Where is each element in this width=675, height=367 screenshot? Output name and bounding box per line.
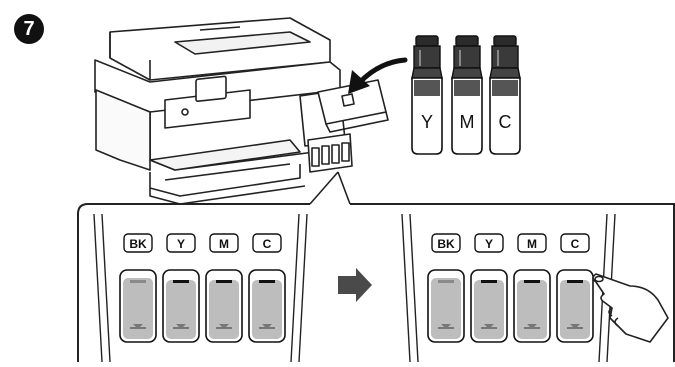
tank-label: C — [263, 237, 272, 251]
ink-tank-c: C — [248, 233, 286, 343]
ink-tank-bk: BK — [119, 233, 157, 343]
pointing-finger-icon — [592, 273, 669, 343]
curved-arrow-icon — [348, 57, 408, 94]
ink-tank-y: Y — [470, 233, 508, 343]
bottle-label: C — [499, 112, 512, 132]
ink-tanks-after: BK Y M C — [401, 213, 616, 363]
ink-bottle-m: M — [451, 35, 483, 155]
bottle-label: M — [460, 112, 475, 132]
tank-label: BK — [437, 237, 455, 251]
printer-output-tray — [149, 139, 301, 171]
tank-label: M — [527, 237, 537, 251]
tank-label: BK — [129, 237, 147, 251]
ink-tank-bk: BK — [427, 233, 465, 343]
bottle-label: Y — [421, 112, 433, 132]
tank-label: Y — [485, 237, 493, 251]
tank-label: M — [219, 237, 229, 251]
step-number-badge: 7 — [14, 14, 44, 44]
ink-tank-c: C — [556, 233, 594, 343]
printer — [94, 17, 389, 205]
ink-tank-y: Y — [162, 233, 200, 343]
ink-tank-m: M — [513, 233, 551, 343]
arrow-right-icon — [338, 268, 372, 302]
printer-screen — [195, 75, 227, 103]
tank-label: Y — [177, 237, 185, 251]
tank-label: C — [571, 237, 580, 251]
ink-bottle-c: C — [489, 35, 521, 155]
ink-bottle-y: Y — [411, 35, 443, 155]
callout-connector — [309, 171, 351, 205]
ink-tanks-before: BK Y M C — [93, 213, 308, 363]
callout-panel — [77, 203, 675, 362]
ink-tank-m: M — [205, 233, 243, 343]
